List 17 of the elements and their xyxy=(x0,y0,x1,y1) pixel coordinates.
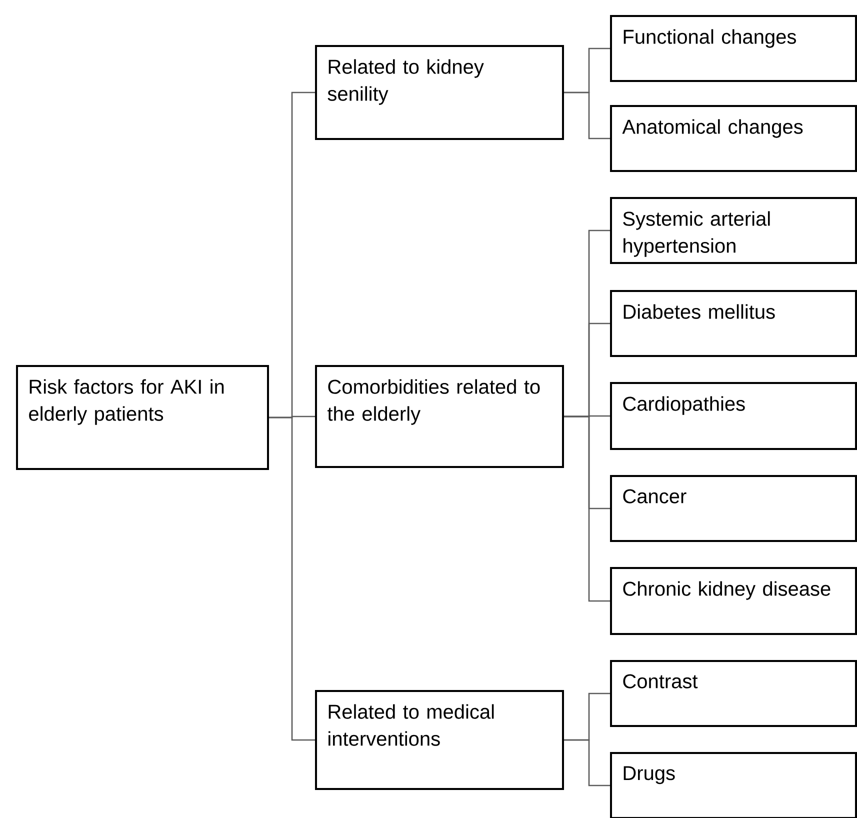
text-box: Related to kidney senility xyxy=(315,45,564,140)
connector-line xyxy=(564,92,610,140)
text-box: Contrast xyxy=(610,660,857,727)
text-box: Chronic kidney disease xyxy=(610,567,857,635)
text-box: Anatomical changes xyxy=(610,105,857,172)
text-box: Functional changes xyxy=(610,15,857,82)
text-box: Comorbidities related to the elderly xyxy=(315,365,564,468)
text-box: Systemic arterial hypertension xyxy=(610,197,857,264)
text-box: Cancer xyxy=(610,475,857,542)
text-box: Diabetes mellitus xyxy=(610,290,857,357)
text-box: Cardiopathies xyxy=(610,382,857,450)
connector-line xyxy=(269,416,315,741)
text-box: Drugs xyxy=(610,752,857,818)
connector-line xyxy=(564,739,610,786)
text-box: Risk factors for AKI in elderly patients xyxy=(16,365,269,470)
text-box: Related to medical interventions xyxy=(315,690,564,790)
connector-line xyxy=(564,416,610,602)
